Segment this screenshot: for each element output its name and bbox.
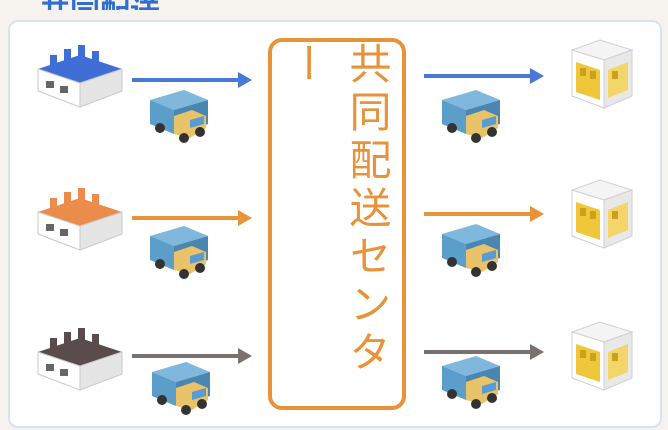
truck-icon-6 <box>442 356 500 409</box>
center-box: 共同配送センター <box>268 38 406 410</box>
factory-icon-2 <box>37 187 123 251</box>
arrowhead-store-1 <box>530 68 544 84</box>
arrowhead-3 <box>238 348 252 364</box>
factory-icon-3 <box>37 327 123 391</box>
truck-icon-1 <box>150 90 208 143</box>
arrowhead-store-2 <box>530 206 544 222</box>
truck-icon-4 <box>442 90 500 143</box>
arrowhead-1 <box>238 72 252 88</box>
store-icon-1 <box>571 39 633 109</box>
store-icon-2 <box>571 179 633 249</box>
truck-icon-2 <box>150 226 208 279</box>
truck-icon-3 <box>152 362 210 415</box>
store-icon-3 <box>571 321 633 391</box>
arrowhead-store-3 <box>530 344 544 360</box>
diagram-title: 共同配送 <box>40 0 210 10</box>
arrowhead-2 <box>238 210 252 226</box>
factory-icon-1 <box>37 44 123 108</box>
center-label: 共同配送センター <box>282 42 392 378</box>
truck-icon-5 <box>442 224 500 277</box>
